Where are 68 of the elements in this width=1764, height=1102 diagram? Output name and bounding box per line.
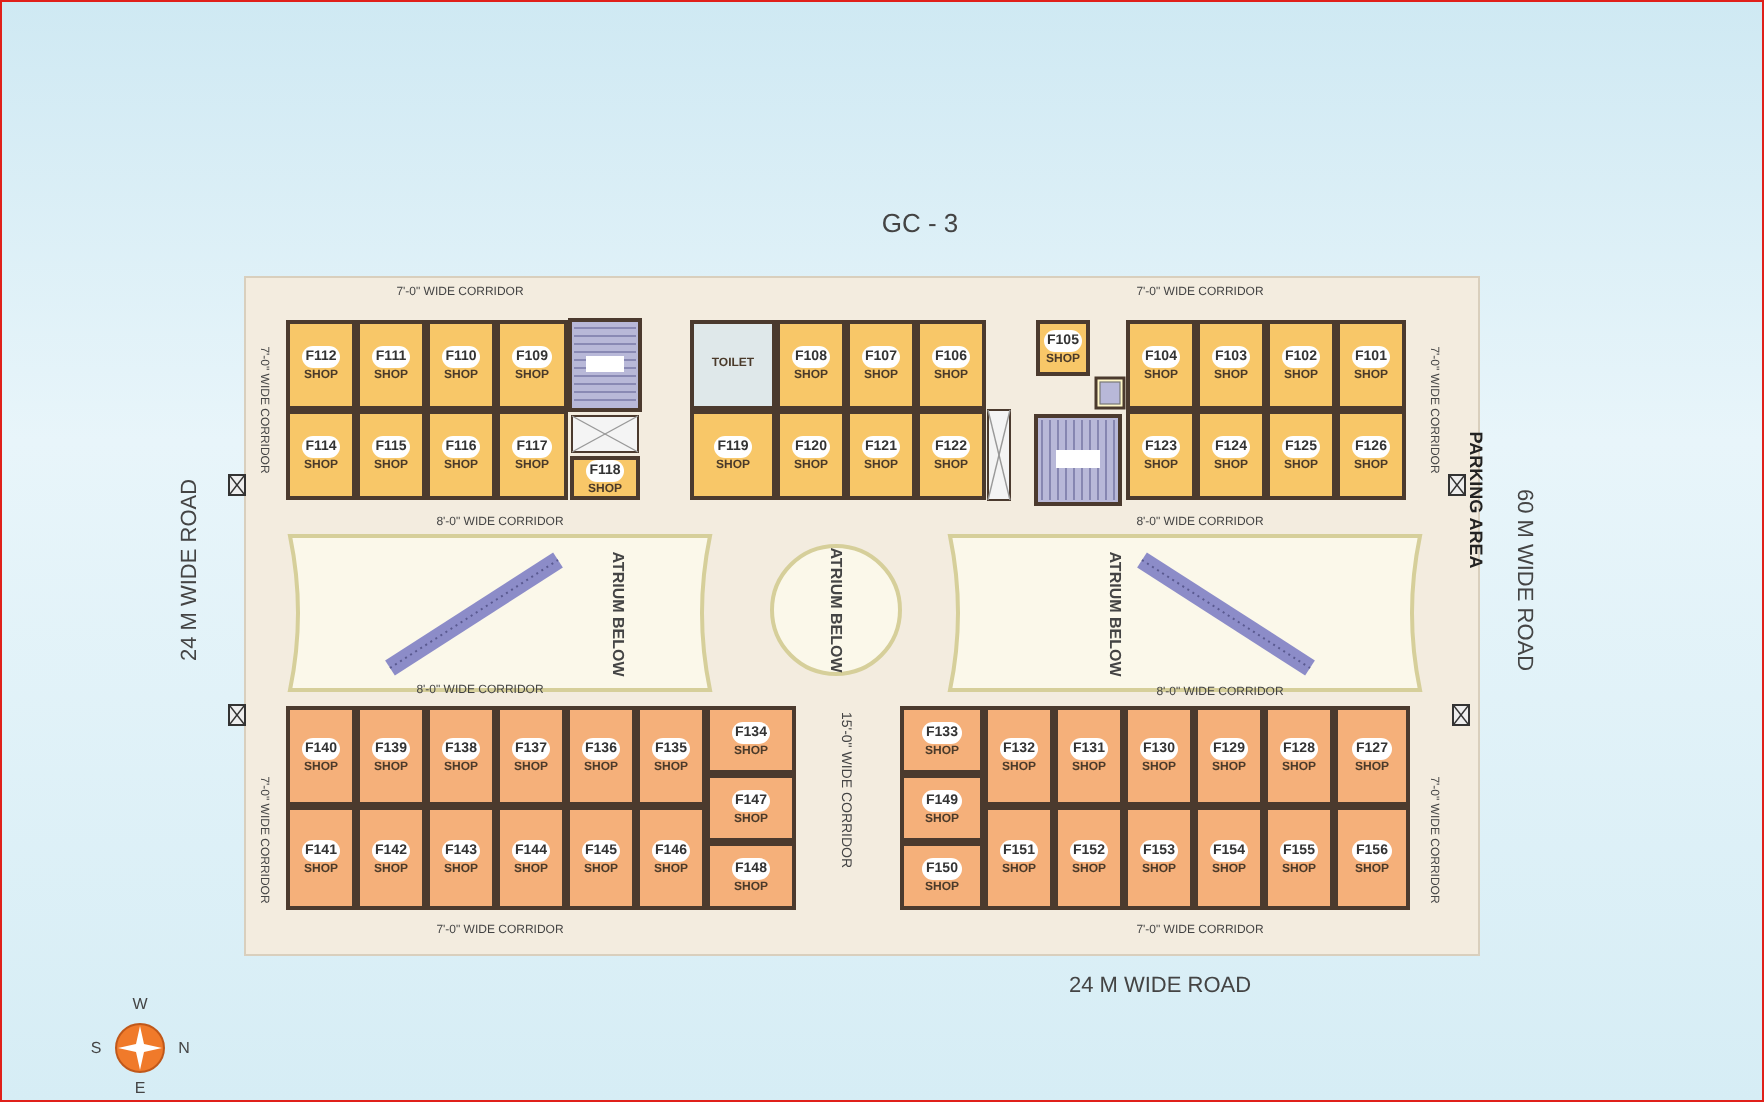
- plan-label: PARKING AREA: [1466, 431, 1486, 569]
- shop-unit: [286, 410, 356, 500]
- shop-unit: [426, 410, 496, 500]
- shop-unit: [1124, 706, 1194, 806]
- shop-unit: [356, 806, 426, 910]
- shop-unit: [496, 320, 568, 410]
- shop-unit: [706, 842, 796, 910]
- shop-unit: [1054, 706, 1124, 806]
- shop-unit: [1336, 410, 1406, 500]
- shop-unit: [566, 806, 636, 910]
- shop-unit: [356, 320, 426, 410]
- shop-unit: [1264, 706, 1334, 806]
- shop-unit: [286, 806, 356, 910]
- atrium-label: ATRIUM BELOW: [827, 547, 845, 673]
- block-title: GC - 3: [881, 210, 959, 238]
- shop-unit: [1266, 320, 1336, 410]
- shop-unit: [570, 456, 640, 500]
- shop-unit: [900, 706, 984, 774]
- shop-unit: [846, 410, 916, 500]
- shop-unit: [846, 320, 916, 410]
- compass-letter: N: [178, 1039, 190, 1057]
- compass-letter: S: [90, 1039, 102, 1057]
- shop-unit: [1126, 410, 1196, 500]
- shop-unit: [286, 706, 356, 806]
- toilet-room: [690, 320, 776, 410]
- shop-unit: [1126, 320, 1196, 410]
- shop-unit: [900, 842, 984, 910]
- shop-unit: [900, 774, 984, 842]
- shop-unit: [1194, 806, 1264, 910]
- shop-unit: [636, 806, 706, 910]
- shop-unit: [426, 706, 496, 806]
- shop-unit: [916, 320, 986, 410]
- shop-unit: [776, 320, 846, 410]
- plan-label: 24 M WIDE ROAD: [1068, 974, 1252, 998]
- shop-unit: [566, 706, 636, 806]
- shop-unit: [1336, 320, 1406, 410]
- plan-label: 60 M WIDE ROAD: [1512, 488, 1536, 672]
- shop-unit: [1196, 410, 1266, 500]
- atrium-label: ATRIUM BELOW: [1105, 550, 1124, 676]
- shop-unit: [1266, 410, 1336, 500]
- compass-letter: W: [132, 995, 148, 1013]
- shop-unit: [636, 706, 706, 806]
- shop-unit: [706, 774, 796, 842]
- shop-unit: [916, 410, 986, 500]
- shop-unit: [356, 410, 426, 500]
- shop-unit: [1036, 320, 1090, 376]
- shop-unit: [1334, 806, 1410, 910]
- shop-unit: [1334, 706, 1410, 806]
- shop-unit: [1194, 706, 1264, 806]
- shop-unit: [496, 706, 566, 806]
- shop-unit: [496, 806, 566, 910]
- shop-unit: [496, 410, 568, 500]
- atrium-label: ATRIUM BELOW: [608, 550, 627, 676]
- shop-unit: [426, 320, 496, 410]
- shop-unit: [356, 706, 426, 806]
- shop-unit: [1196, 320, 1266, 410]
- shop-unit: [286, 320, 356, 410]
- shop-unit: [1264, 806, 1334, 910]
- shop-unit: [776, 410, 846, 500]
- shop-unit: [706, 706, 796, 774]
- shop-unit: [984, 806, 1054, 910]
- plan-label: 24 M WIDE ROAD: [178, 478, 202, 662]
- shop-unit: [690, 410, 776, 500]
- shop-unit: [984, 706, 1054, 806]
- shop-unit: [1054, 806, 1124, 910]
- shop-unit: [1124, 806, 1194, 910]
- shop-unit: [426, 806, 496, 910]
- compass-letter: E: [134, 1079, 146, 1097]
